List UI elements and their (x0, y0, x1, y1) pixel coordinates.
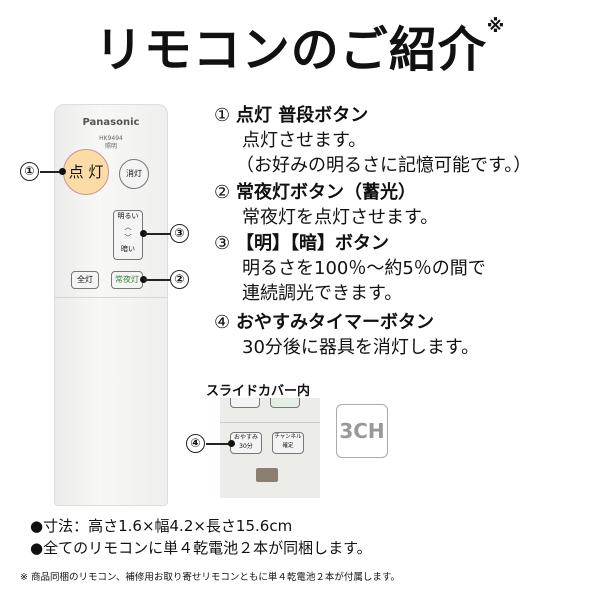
channel-switch[interactable] (256, 468, 278, 482)
slide-cover-edge (55, 297, 167, 298)
title-note-mark: ※ (486, 16, 506, 37)
description-heading: 【明】【暗】ボタン (236, 233, 389, 254)
callout-dot (140, 230, 147, 237)
callout-dot (59, 168, 66, 175)
callout-dot (140, 276, 147, 283)
callout-dot (228, 440, 235, 447)
callout-3: ③ (170, 224, 189, 243)
description-heading: 常夜灯ボタン（蓄光） (236, 182, 416, 203)
callout-line (144, 279, 170, 281)
full-light-button[interactable]: 全灯 (71, 271, 99, 289)
callout-line (206, 443, 230, 445)
off-button[interactable]: 消灯 (119, 159, 149, 189)
callout-line (144, 233, 170, 235)
hidden-button (230, 398, 260, 408)
channel-badge: 3CH (336, 404, 388, 458)
brighter-label: 明るい (117, 212, 139, 220)
footnote: ※ 商品同梱のリモコン、補修用お取り寄せリモコンともに単４乾電池２本が付属します… (20, 572, 400, 583)
description-heading: おやすみタイマーボタン (236, 312, 434, 333)
description-3: ③【明】【暗】ボタン明るさを100％～約5％の間で連続調光できます。 (214, 233, 486, 304)
callout-1: ① (20, 162, 39, 181)
slide-cover-label: スライドカバー内 (206, 384, 311, 399)
callout-line (40, 171, 62, 173)
hidden-button (270, 398, 300, 408)
callout-2: ② (170, 270, 189, 289)
darker-label: 暗い (121, 245, 135, 253)
callout-4: ④ (186, 434, 205, 453)
down-icon: ﹀ (124, 234, 132, 242)
channel-button[interactable]: チャンネル確定 (272, 432, 304, 454)
dimensions-text: ●寸法：高さ1.6×幅4.2×長さ15.6cm (30, 517, 293, 535)
page-title: リモコンのご紹介※ (0, 10, 600, 80)
brand-logo: Panasonic (82, 117, 140, 128)
up-icon: ︿ (124, 223, 132, 231)
title-text: リモコンのご紹介 (94, 22, 487, 78)
on-button[interactable]: 点 灯 (63, 149, 109, 195)
description-heading: 点灯 普段ボタン (236, 105, 369, 126)
cover-edge (220, 422, 320, 423)
night-light-button[interactable]: 常夜灯 (111, 271, 143, 289)
battery-text: ●全てのリモコンに単４乾電池２本が同梱します。 (30, 539, 372, 557)
brightness-button[interactable]: 明るい ︿ ﹀ 暗い (113, 210, 143, 260)
